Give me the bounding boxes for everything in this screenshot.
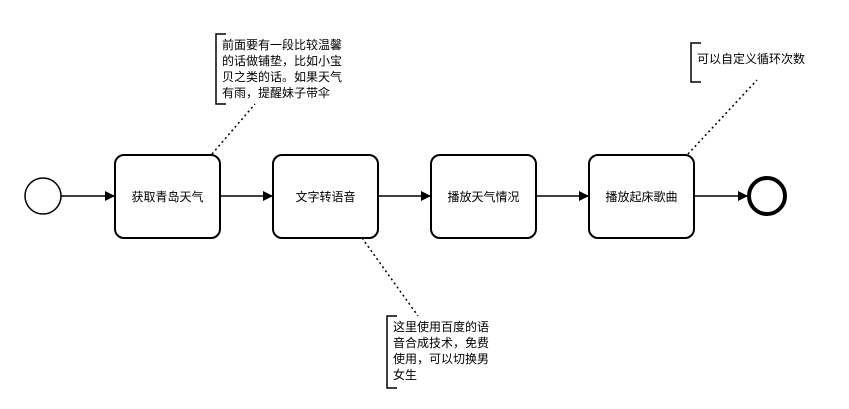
task-get-weather: 获取青岛天气: [114, 154, 221, 239]
association-annotation-2: [361, 237, 419, 317]
association-annotation-3: [687, 79, 758, 155]
end-event: [747, 176, 787, 216]
annotation-text-1: 前面要有一段比较温馨 的话做铺垫，比如小宝 贝之类的话。如果天气 有雨，提醒妹子…: [222, 38, 343, 100]
start-event: [24, 177, 62, 215]
task-label: 文字转语音: [295, 190, 356, 204]
task-play-wakeup-song: 播放起床歌曲: [588, 154, 695, 239]
task-label: 播放起床歌曲: [605, 190, 678, 204]
annotation-bracket-1: [215, 33, 226, 105]
task-play-weather: 播放天气情况: [430, 154, 537, 239]
annotation-text-2: 这里使用百度的语 音合成技术，免费 使用，可以切换男 女生: [393, 320, 490, 382]
annotation-text-3: 可以自定义循环次数: [697, 52, 806, 66]
association-annotation-1: [211, 103, 256, 155]
annotation-bracket-3: [690, 42, 701, 83]
task-label: 播放天气情况: [447, 190, 520, 204]
task-text-to-speech: 文字转语音: [272, 154, 379, 239]
annotation-bracket-2: [386, 315, 397, 389]
task-label: 获取青岛天气: [131, 190, 204, 204]
